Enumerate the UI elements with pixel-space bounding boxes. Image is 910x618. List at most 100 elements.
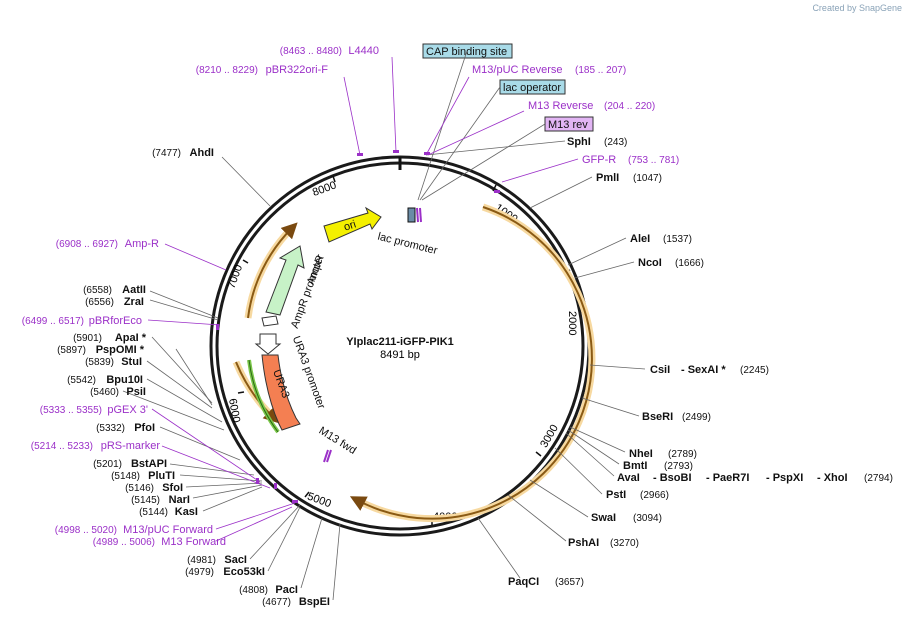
enzyme-nhei[interactable]: NheI (629, 448, 653, 460)
ori-feature[interactable] (323, 206, 382, 243)
enzyme-saci[interactable]: SacI (224, 554, 247, 566)
enzyme-bseri[interactable]: BseRI (642, 411, 673, 423)
enzyme-bstapi[interactable]: BstAPI (131, 458, 167, 470)
enzyme-pspxi[interactable]: - PspXI (766, 472, 803, 484)
enzyme-xhoi-pos: (2794) (864, 473, 893, 484)
enzyme-bmti[interactable]: BmtI (623, 460, 647, 472)
tick-label-5000: 5000 (306, 491, 333, 511)
lac-promoter-feature[interactable] (407, 207, 416, 223)
lac-primer-mark-b (419, 207, 422, 223)
cap-binding-site-box[interactable] (422, 43, 513, 59)
enzyme-sfoi[interactable]: SfoI (162, 482, 183, 494)
enzyme-alei-pos: (1537) (663, 234, 692, 245)
enzyme-alei[interactable]: AleI (630, 233, 650, 245)
primer-amp-r-pos: (6908 .. 6927) (56, 239, 118, 250)
primer-prs-marker-pos: (5214 .. 5233) (31, 441, 93, 452)
right-leader-lines (417, 50, 646, 579)
primer-pgex3-pos: (5333 .. 5355) (40, 405, 102, 416)
ura3-promoter-feature[interactable] (254, 333, 282, 355)
enzyme-ahdi-pos: (7477) (152, 148, 181, 159)
enzyme-stui-pos: (5839) (85, 357, 114, 368)
enzyme-sphi[interactable]: SphI (567, 136, 591, 148)
primer-l4440[interactable]: L4440 (348, 45, 379, 57)
tick-label-6000: 6000 (226, 398, 242, 424)
enzyme-bspei[interactable]: BspEI (299, 596, 330, 608)
primer-m13-puc-forward[interactable]: M13/pUC Forward (123, 524, 213, 536)
enzyme-ncoi[interactable]: NcoI (638, 257, 662, 269)
enzyme-psti[interactable]: PstI (606, 489, 626, 501)
enzyme-avai[interactable]: AvaI (617, 472, 640, 484)
lac-promoter-label: lac promoter (376, 231, 439, 258)
primer-pgex3[interactable]: pGEX 3' (107, 404, 148, 416)
primer-pbr322ori-f[interactable]: pBR322ori-F (266, 64, 329, 76)
enzyme-zrai[interactable]: ZraI (124, 296, 144, 308)
m13-rev-label: M13 rev (548, 119, 588, 131)
enzyme-pmli[interactable]: PmlI (596, 172, 619, 184)
primer-m13-puc-forward-pos: (4998 .. 5020) (55, 525, 117, 536)
enzyme-aatii-pos: (6558) (83, 285, 112, 296)
ampr-promoter-feature[interactable] (261, 315, 279, 327)
plasmid-name: YIplac211-iGFP-PIK1 (346, 336, 454, 348)
enzyme-pluti-pos: (5148) (111, 471, 140, 482)
enzyme-kasi[interactable]: KasI (175, 506, 198, 518)
enzyme-eco53ki[interactable]: Eco53kI (223, 566, 265, 578)
primer-gfp-r[interactable]: GFP-R (582, 154, 616, 166)
plasmid-length: 8491 bp (380, 349, 420, 361)
enzyme-paqci[interactable]: PaqCI (508, 576, 539, 588)
enzyme-ncoi-pos: (1666) (675, 258, 704, 269)
primer-m13-reverse[interactable]: M13 Reverse (528, 100, 593, 112)
enzyme-pspomi[interactable]: PspOMI * (96, 344, 145, 356)
enzyme-psii[interactable]: PsiI (126, 386, 146, 398)
primer-gfp-r-pos: (753 .. 781) (628, 155, 679, 166)
enzyme-stui[interactable]: StuI (121, 356, 142, 368)
primer-amp-r[interactable]: Amp-R (125, 238, 159, 250)
enzyme-pfoi-pos: (5332) (96, 423, 125, 434)
green-arc-outline (248, 359, 279, 433)
enzyme-swai[interactable]: SwaI (591, 512, 616, 524)
primer-pbr322ori-f-pos: (8210 .. 8229) (196, 65, 258, 76)
primer-l4440-pos: (8463 .. 8480) (280, 46, 342, 57)
primer-m13-forward[interactable]: M13 Forward (161, 536, 226, 548)
enzyme-nhei-pos: (2789) (668, 449, 697, 460)
lac-primer-mark-a (416, 207, 419, 223)
enzyme-aatii[interactable]: AatII (122, 284, 146, 296)
enzyme-xhoi[interactable]: - XhoI (817, 472, 848, 484)
primer-m13-forward-pos: (4989 .. 5006) (93, 537, 155, 548)
primer-m13-puc-reverse-pos: (185 .. 207) (575, 65, 626, 76)
enzyme-bpu10i[interactable]: Bpu10I (106, 374, 143, 386)
enzyme-ahdi[interactable]: AhdI (190, 147, 214, 159)
watermark-text: Created by SnapGene (812, 3, 902, 13)
ampr-feature[interactable] (265, 245, 305, 316)
enzyme-apai[interactable]: ApaI * (115, 332, 147, 344)
primer-m13-puc-reverse[interactable]: M13/pUC Reverse (472, 64, 562, 76)
enzyme-pfoi[interactable]: PfoI (134, 422, 155, 434)
enzyme-pluti[interactable]: PluTI (148, 470, 175, 482)
orf-arc-left (247, 222, 298, 319)
right-primer-lines (425, 76, 579, 183)
enzyme-swai-pos: (3094) (633, 513, 662, 524)
enzyme-pmli-pos: (1047) (633, 173, 662, 184)
enzyme-bpu10i-pos: (5542) (67, 375, 96, 386)
enzyme-nari-pos: (5145) (131, 495, 160, 506)
enzyme-csii[interactable]: CsiI (650, 364, 670, 376)
primer-pbrforeco[interactable]: pBRforEco (89, 315, 142, 327)
ura3-feature[interactable] (261, 354, 301, 431)
enzyme-paci[interactable]: PacI (275, 584, 298, 596)
primer-prs-marker[interactable]: pRS-marker (101, 440, 161, 452)
enzyme-paci-pos: (4808) (239, 585, 268, 596)
orf-arc-right (349, 206, 593, 520)
orf-arc-ura (235, 361, 280, 424)
enzyme-sphi-pos: (243) (604, 137, 627, 148)
enzyme-sexai[interactable]: - SexAI * (681, 364, 726, 376)
enzyme-pshai-pos: (3270) (610, 538, 639, 549)
enzyme-nari[interactable]: NarI (169, 494, 190, 506)
tick-label-2000: 2000 (566, 311, 578, 335)
enzyme-eco53ki-pos: (4979) (185, 567, 214, 578)
orf-arc-right-highlight (355, 203, 596, 523)
enzyme-zrai-pos: (6556) (85, 297, 114, 308)
enzyme-paer7i[interactable]: - PaeR7I (706, 472, 749, 484)
enzyme-pshai[interactable]: PshAI (568, 537, 599, 549)
lac-operator-label: lac operator (503, 82, 561, 94)
enzyme-bsobi[interactable]: - BsoBI (653, 472, 692, 484)
